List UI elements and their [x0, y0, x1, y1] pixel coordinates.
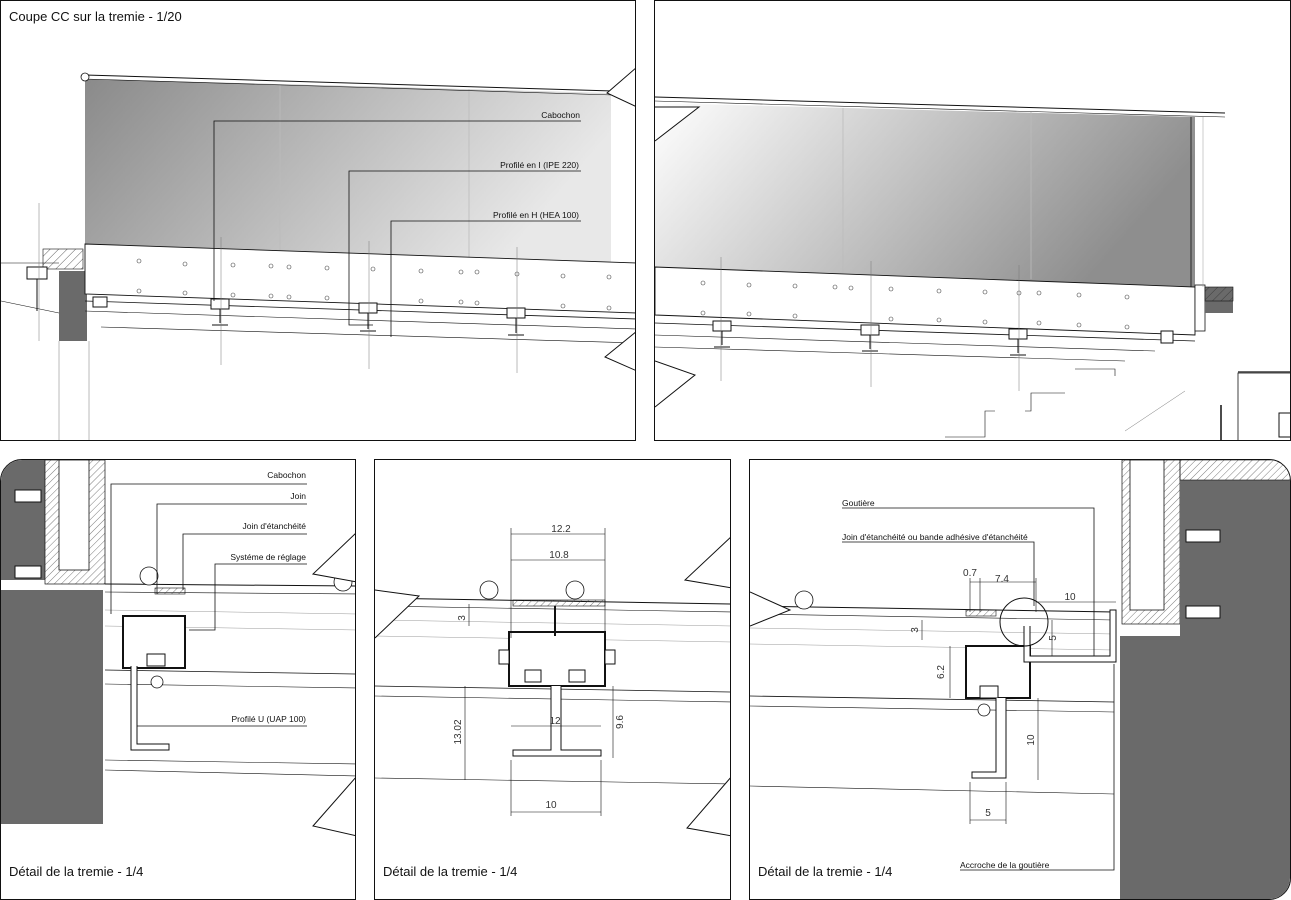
- glass-pane-right: [655, 103, 1195, 287]
- dim-13-02: 13.02: [453, 719, 464, 744]
- label-goutiere: Goutière: [842, 498, 875, 508]
- section-cc-drawing-continued: [655, 96, 1290, 440]
- dim-3: 3: [910, 627, 921, 633]
- dim-3: 3: [457, 615, 468, 621]
- detail-title: Détail de la tremie - 1/4: [758, 864, 893, 879]
- detail-panel-3: 0.7 7.4 10 3 5 6.2 10 5 Goutière Join d'…: [749, 459, 1291, 900]
- detail-drawing-2: 12.2 10.8 3 13.02 12 9.6 10: [375, 524, 730, 837]
- dim-5-side: 5: [1048, 635, 1059, 641]
- dim-12-2: 12.2: [551, 524, 571, 535]
- clamp-group: [26, 266, 526, 336]
- dim-12: 12: [549, 716, 561, 727]
- section-cc-drawing: Cabochon Profilé en I (IPE 220) Profilé …: [1, 68, 635, 440]
- label-profile-i: Profilé en I (IPE 220): [500, 160, 579, 170]
- dim-9-6: 9.6: [615, 715, 626, 729]
- wall-block: [1, 460, 45, 580]
- label-join-bande: Join d'étanchéité ou bande adhésive d'ét…: [842, 532, 1028, 542]
- detail-title: Détail de la tremie - 1/4: [9, 864, 144, 879]
- label-join: Join: [290, 491, 306, 501]
- detail-drawing-3: 0.7 7.4 10 3 5 6.2 10 5 Goutière Join d'…: [750, 460, 1290, 899]
- label-profile-u: Profilé U (UAP 100): [232, 714, 307, 724]
- detail-panel-1: Cabochon Join Join d'étanchéité Systéme …: [0, 459, 356, 900]
- wall-right: [1120, 480, 1290, 899]
- wall-block: [59, 271, 87, 341]
- label-join-etancheite: Join d'étanchéité: [242, 521, 306, 531]
- dim-6-2: 6.2: [936, 665, 947, 679]
- label-accroche: Accroche de la goutière: [960, 860, 1050, 870]
- top-left-section-panel: Coupe CC sur la tremie - 1/20: [0, 0, 636, 441]
- glass-pane: [85, 79, 611, 263]
- dim-0-7: 0.7: [963, 568, 977, 579]
- dim-10: 10: [545, 800, 557, 811]
- label-cabochon: Cabochon: [267, 470, 306, 480]
- top-right-section-panel: [654, 0, 1291, 441]
- dim-10-side: 10: [1026, 734, 1037, 746]
- detail-title: Détail de la tremie - 1/4: [383, 864, 518, 879]
- section-title: Coupe CC sur la tremie - 1/20: [9, 9, 182, 24]
- label-profile-h: Profilé en H (HEA 100): [493, 210, 579, 220]
- label-cabochon: Cabochon: [541, 110, 580, 120]
- dim-5-bottom: 5: [985, 808, 991, 819]
- label-systeme-reglage: Systéme de réglage: [230, 552, 306, 562]
- detail-drawing-1: Cabochon Join Join d'étanchéité Systéme …: [1, 460, 355, 837]
- dim-10-top: 10: [1064, 592, 1076, 603]
- dim-10-8: 10.8: [549, 550, 569, 561]
- dim-7-4: 7.4: [995, 574, 1009, 585]
- detail-panel-2: 12.2 10.8 3 13.02 12 9.6 10 Détail de la…: [374, 459, 731, 900]
